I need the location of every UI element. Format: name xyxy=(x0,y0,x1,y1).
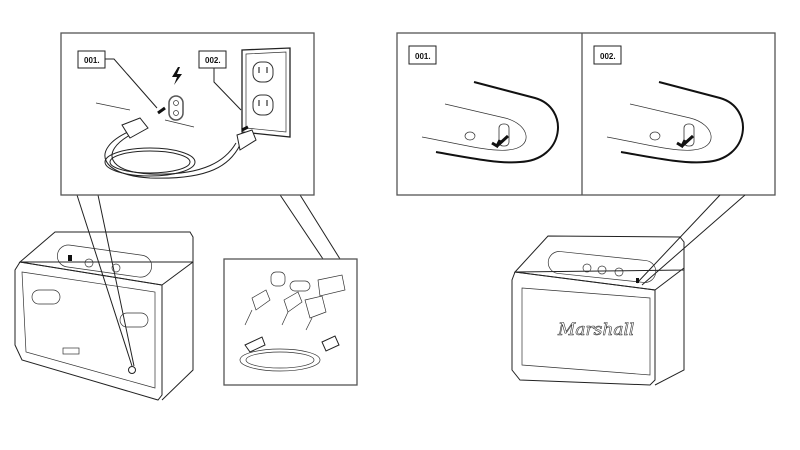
figure8-inlet-icon xyxy=(168,95,184,121)
svg-text:002.: 002. xyxy=(600,52,616,61)
marshall-logo: Marshall xyxy=(557,320,634,340)
step-2: 002. xyxy=(593,45,744,164)
callout-002-label: 002. xyxy=(205,56,221,65)
cord-connector xyxy=(121,117,149,139)
plug xyxy=(236,129,257,151)
front-control-panel xyxy=(547,251,657,283)
power-button-panel: 001. 002. xyxy=(396,32,776,196)
power-cord xyxy=(104,131,241,179)
wall-outlet xyxy=(241,47,291,138)
lightning-bolt-icon xyxy=(172,67,182,85)
svg-text:001.: 001. xyxy=(415,52,431,61)
speaker-rear-top-panel xyxy=(57,244,152,278)
rear-badge xyxy=(62,347,80,355)
power-connection-panel: 001. 002. xyxy=(60,32,315,196)
step-1: 001. xyxy=(408,45,559,164)
power-inlet xyxy=(128,366,136,374)
speaker-rear-view xyxy=(14,231,194,401)
speaker-front-view: Marshall xyxy=(511,235,685,386)
callout-001-label: 001. xyxy=(84,56,100,65)
plug-variants-panel xyxy=(223,258,358,386)
